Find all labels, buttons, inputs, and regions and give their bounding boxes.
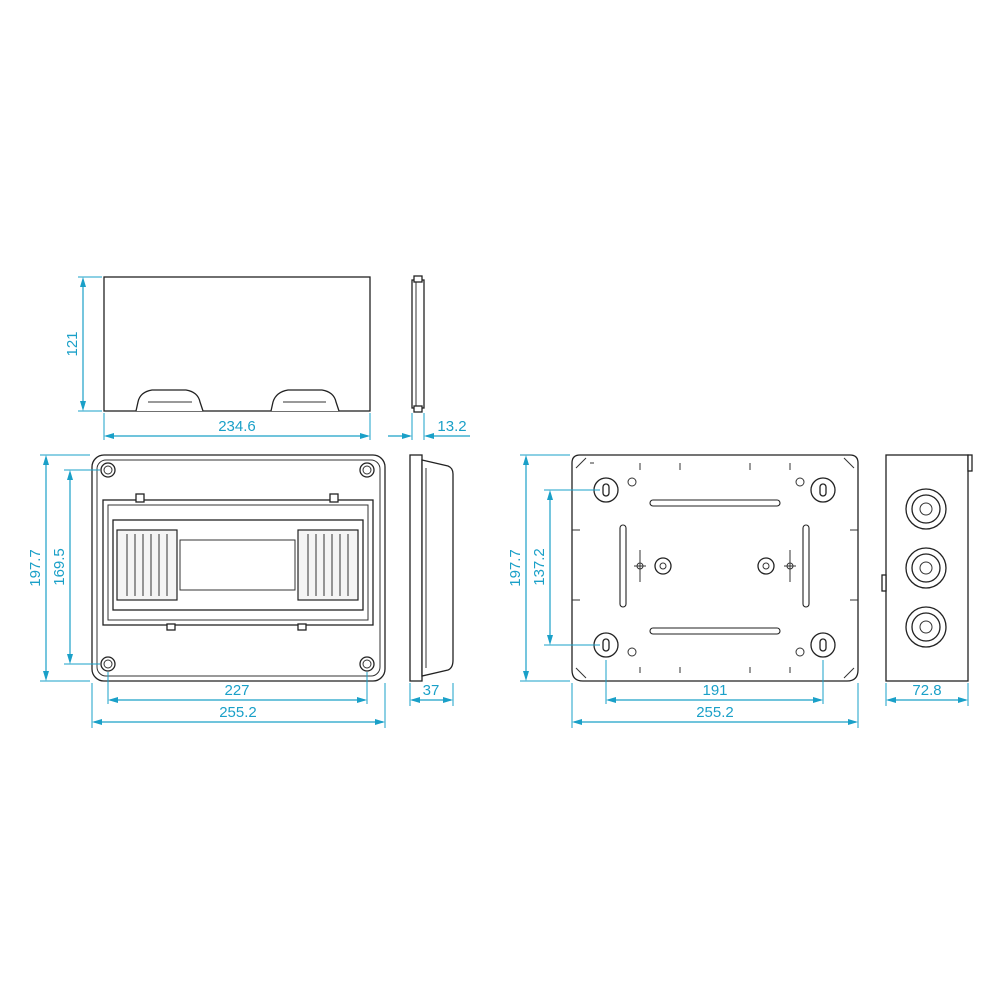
front-width-inner-label: 227 bbox=[224, 682, 249, 699]
back-view bbox=[571, 454, 859, 682]
end-view bbox=[881, 454, 973, 682]
dim-cover-depth: 13.2 bbox=[388, 413, 470, 440]
cover-front-view bbox=[103, 276, 371, 412]
back-width-inner-label: 191 bbox=[702, 682, 727, 699]
cover-height-label: 121 bbox=[64, 331, 81, 356]
end-depth-label: 72.8 bbox=[912, 682, 941, 699]
back-height-outer-label: 197.7 bbox=[507, 549, 524, 587]
cover-width-label: 234.6 bbox=[218, 418, 256, 435]
dim-back-width-inner: 191 bbox=[605, 660, 824, 704]
cover-side-view bbox=[411, 275, 425, 413]
dim-front-height-inner: 169.5 bbox=[51, 469, 100, 665]
side-depth-label: 37 bbox=[423, 682, 440, 699]
dim-cover-width: 234.6 bbox=[103, 413, 371, 440]
dim-end-depth: 72.8 bbox=[885, 682, 969, 706]
dim-cover-height: 121 bbox=[64, 276, 102, 412]
front-width-outer-label: 255.2 bbox=[219, 704, 257, 721]
dim-back-width-outer: 255.2 bbox=[571, 683, 859, 728]
back-width-outer-label: 255.2 bbox=[696, 704, 734, 721]
front-height-outer-label: 197.7 bbox=[27, 549, 44, 587]
dim-front-width-inner: 227 bbox=[107, 672, 368, 704]
front-side-profile bbox=[409, 454, 454, 682]
dim-front-width-outer: 255.2 bbox=[91, 683, 386, 728]
cover-depth-label: 13.2 bbox=[437, 418, 466, 435]
front-height-inner-label: 169.5 bbox=[51, 548, 68, 586]
dim-front-height-outer: 197.7 bbox=[27, 454, 90, 682]
dim-side-depth: 37 bbox=[409, 682, 454, 706]
dim-back-height-inner: 137.2 bbox=[531, 489, 600, 646]
front-view bbox=[91, 454, 386, 682]
dim-back-height-outer: 197.7 bbox=[507, 454, 570, 682]
back-height-inner-label: 137.2 bbox=[531, 548, 548, 586]
